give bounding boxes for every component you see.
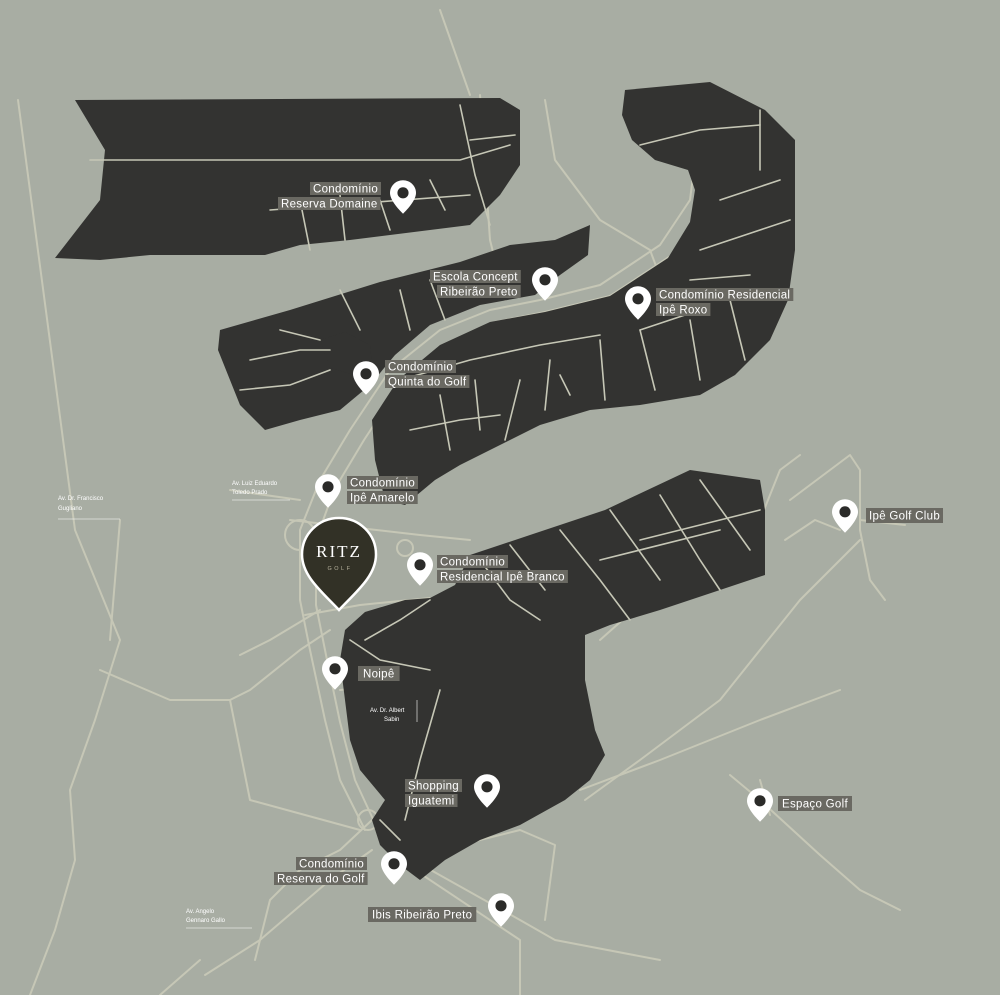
place-ipe-branco-line1: Condomínio — [440, 557, 505, 569]
place-shopping[interactable]: Shopping Iguatemi — [405, 774, 500, 808]
places: Condomínio Reserva Domaine Escola Concep… — [274, 180, 943, 927]
place-reserva-domaine[interactable]: Condomínio Reserva Domaine — [278, 180, 416, 214]
map-pin-icon[interactable] — [407, 552, 433, 586]
place-ibis[interactable]: Ibis Ribeirão Preto — [368, 893, 514, 927]
street-angelo-line2: Gennaro Gallo — [186, 918, 226, 924]
place-ipe-roxo[interactable]: Condomínio Residencial Ipê Roxo — [625, 286, 794, 320]
brand-name: RITZ — [316, 542, 362, 561]
place-shopping-line2: Iguatemi — [408, 796, 455, 808]
place-espaco-golf[interactable]: Espaço Golf — [747, 788, 852, 822]
place-ipe-amarelo-line2: Ipê Amarelo — [350, 493, 415, 505]
place-noipe[interactable]: Noipê — [322, 656, 400, 690]
map-pin-icon[interactable] — [315, 474, 341, 508]
place-escola-concept-line1: Escola Concept — [433, 272, 518, 284]
street-labels: Av. Dr. Francisco Gugliano Av. Luiz Edua… — [58, 481, 418, 929]
place-escola-concept-line2: Ribeirão Preto — [440, 287, 518, 299]
place-espaco-golf-line1: Espaço Golf — [782, 799, 848, 811]
urban-blocks — [55, 82, 795, 880]
brand-sub: GOLF — [328, 566, 353, 572]
logo-pin-icon — [300, 516, 378, 612]
map-pin-icon[interactable] — [747, 788, 773, 822]
street-francisco-line1: Av. Dr. Francisco — [58, 496, 104, 502]
ritz-golf-logo-pin[interactable]: RITZ GOLF — [300, 516, 378, 612]
place-reserva-domaine-line2: Reserva Domaine — [281, 199, 378, 211]
place-ipe-roxo-line1: Condomínio Residencial — [659, 290, 790, 302]
street-albert: Av. Dr. Albert Sabin — [370, 700, 418, 723]
place-ipe-branco-line2: Residencial Ipê Branco — [440, 572, 565, 584]
place-reserva-golf-line2: Reserva do Golf — [277, 874, 365, 886]
place-ipe-golf-club[interactable]: Ipê Golf Club — [832, 499, 943, 533]
street-francisco-line2: Gugliano — [58, 506, 83, 512]
street-angelo: Av. Angelo Gennaro Gallo — [186, 909, 252, 929]
place-quinta-golf-line2: Quinta do Golf — [388, 377, 467, 389]
street-albert-line2: Sabin — [384, 717, 399, 723]
place-noipe-line1: Noipê — [363, 669, 395, 681]
place-ipe-roxo-line2: Ipê Roxo — [659, 305, 707, 317]
street-luiz-line2: Toledo Prado — [232, 490, 268, 496]
street-francisco: Av. Dr. Francisco Gugliano — [58, 496, 120, 520]
street-albert-line1: Av. Dr. Albert — [370, 708, 405, 714]
place-ipe-branco[interactable]: Condomínio Residencial Ipê Branco — [407, 552, 568, 586]
place-quinta-golf-line1: Condomínio — [388, 362, 453, 374]
place-quinta-golf[interactable]: Condomínio Quinta do Golf — [353, 360, 470, 395]
place-reserva-golf-line1: Condomínio — [299, 859, 364, 871]
map-pin-icon[interactable] — [381, 851, 407, 885]
street-angelo-line1: Av. Angelo — [186, 909, 215, 915]
street-luiz-line1: Av. Luiz Eduardo — [232, 481, 278, 487]
place-escola-concept[interactable]: Escola Concept Ribeirão Preto — [430, 267, 558, 301]
street-luiz: Av. Luiz Eduardo Toledo Prado — [232, 481, 290, 501]
place-ipe-amarelo-line1: Condomínio — [350, 478, 415, 490]
place-ibis-line1: Ibis Ribeirão Preto — [372, 910, 472, 922]
place-shopping-line1: Shopping — [408, 781, 459, 793]
place-ipe-amarelo[interactable]: Condomínio Ipê Amarelo — [315, 474, 418, 508]
place-reserva-domaine-line1: Condomínio — [313, 184, 378, 196]
place-reserva-golf[interactable]: Condomínio Reserva do Golf — [274, 851, 407, 886]
place-ipe-golf-club-line1: Ipê Golf Club — [869, 511, 940, 523]
